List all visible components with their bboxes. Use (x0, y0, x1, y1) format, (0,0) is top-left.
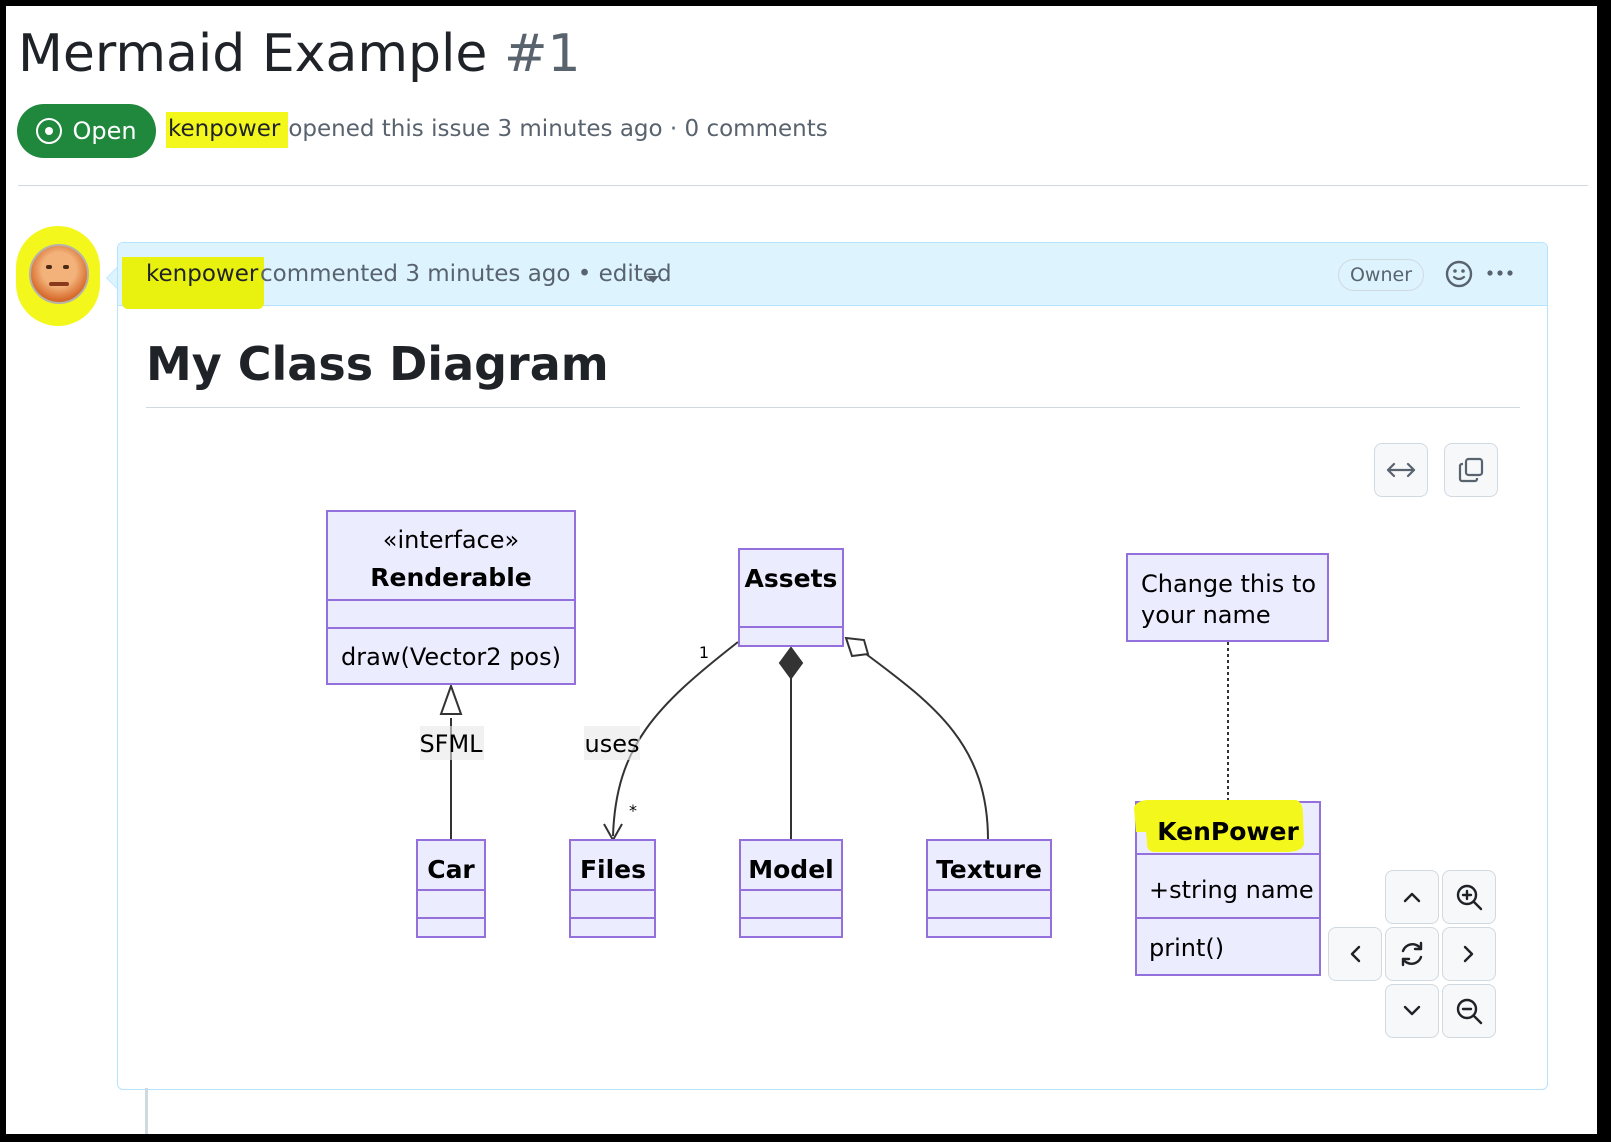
note-line-2: your name (1141, 601, 1271, 629)
renderable-name: Renderable (370, 563, 531, 592)
class-assets[interactable]: Assets (738, 548, 844, 647)
chevron-right-icon (1463, 945, 1474, 963)
assets-name: Assets (745, 564, 838, 593)
heading-divider (146, 407, 1520, 408)
copy-icon (1458, 457, 1484, 483)
issue-title: Mermaid Example #1 (18, 24, 581, 84)
kenpower-method: print() (1149, 934, 1224, 962)
reset-view-button[interactable] (1385, 927, 1439, 981)
chevron-up-icon (1403, 892, 1421, 903)
kenpower-highlight (1134, 800, 1304, 852)
edge-label-sfml: SFML (419, 730, 483, 758)
caret-down-icon[interactable] (647, 276, 659, 283)
class-renderable[interactable]: «interface» Renderable draw(Vector2 pos) (326, 510, 576, 685)
issue-author-link[interactable]: kenpower (166, 112, 289, 148)
author-highlight (122, 257, 264, 309)
relationship-edges (439, 636, 1229, 843)
renderable-method: draw(Vector2 pos) (341, 643, 561, 671)
diagram-heading: My Class Diagram (146, 337, 609, 391)
smiley-icon[interactable] (1444, 259, 1474, 289)
pan-down-button[interactable] (1385, 984, 1439, 1038)
issue-opened-icon (36, 118, 63, 144)
sfml-label-bg (420, 726, 484, 760)
multiplicity-many: * (629, 801, 637, 820)
avatar[interactable] (16, 226, 100, 326)
uses-label-bg (584, 726, 640, 760)
class-car[interactable]: Car (416, 839, 486, 938)
kebab-horizontal-icon[interactable] (1483, 258, 1517, 288)
chevron-down-icon (1403, 1005, 1421, 1016)
comment-header: kenpower commented 3 minutes ago • edite… (118, 243, 1547, 309)
copy-button[interactable] (1444, 443, 1498, 497)
multiplicity-one: 1 (699, 643, 709, 662)
header-divider (18, 185, 1588, 186)
zoom-in-icon (1456, 884, 1483, 911)
expand-horizontal-icon (1386, 462, 1416, 478)
issue-title-text: Mermaid Example (18, 24, 488, 84)
pan-up-button[interactable] (1385, 870, 1439, 924)
zoom-in-button[interactable] (1442, 870, 1496, 924)
aggregation-diamond (844, 636, 870, 658)
renderable-stereotype: «interface» (383, 526, 519, 554)
car-name: Car (427, 855, 475, 884)
note-line-1: Change this to (1141, 570, 1316, 598)
zoom-out-button[interactable] (1442, 984, 1496, 1038)
edge-assets-texture (865, 653, 989, 841)
class-texture[interactable]: Texture (926, 839, 1052, 938)
reset-icon (1401, 941, 1423, 967)
timeline-line (145, 1088, 148, 1134)
kenpower-attribute: +string name (1149, 876, 1314, 904)
issue-number: #1 (503, 24, 581, 84)
class-kenpower[interactable]: KenPower +string name print() (1134, 800, 1321, 976)
comment-meta[interactable]: commented 3 minutes ago • edited (260, 261, 672, 287)
pan-left-button[interactable] (1328, 927, 1382, 981)
files-name: Files (580, 855, 646, 884)
diagram-note[interactable]: Change this to your name (1126, 553, 1329, 642)
class-model[interactable]: Model (739, 839, 843, 938)
chevron-left-icon (1350, 945, 1361, 963)
avatar-photo (29, 244, 89, 304)
inheritance-arrowhead (439, 683, 463, 715)
issue-state-badge: Open (17, 104, 156, 158)
owner-badge: Owner (1338, 259, 1424, 291)
class-diagram: .box{fill:#ececff;stroke:#9370db;stroke-… (326, 510, 1329, 976)
issue-state-label: Open (72, 117, 137, 145)
model-name: Model (748, 855, 833, 884)
kenpower-name: KenPower (1157, 817, 1299, 846)
zoom-out-icon (1456, 998, 1483, 1025)
comment-author-link[interactable]: kenpower (146, 261, 259, 287)
composition-diamond (778, 646, 804, 680)
class-files[interactable]: Files (569, 839, 656, 938)
edge-assets-files (612, 641, 739, 837)
issue-meta-text: opened this issue 3 minutes ago · 0 comm… (288, 116, 828, 142)
expand-horizontal-button[interactable] (1374, 443, 1428, 497)
comment-pointer (106, 266, 118, 290)
pan-right-button[interactable] (1442, 927, 1496, 981)
edge-label-uses: uses (585, 730, 640, 758)
texture-name: Texture (936, 855, 1042, 884)
